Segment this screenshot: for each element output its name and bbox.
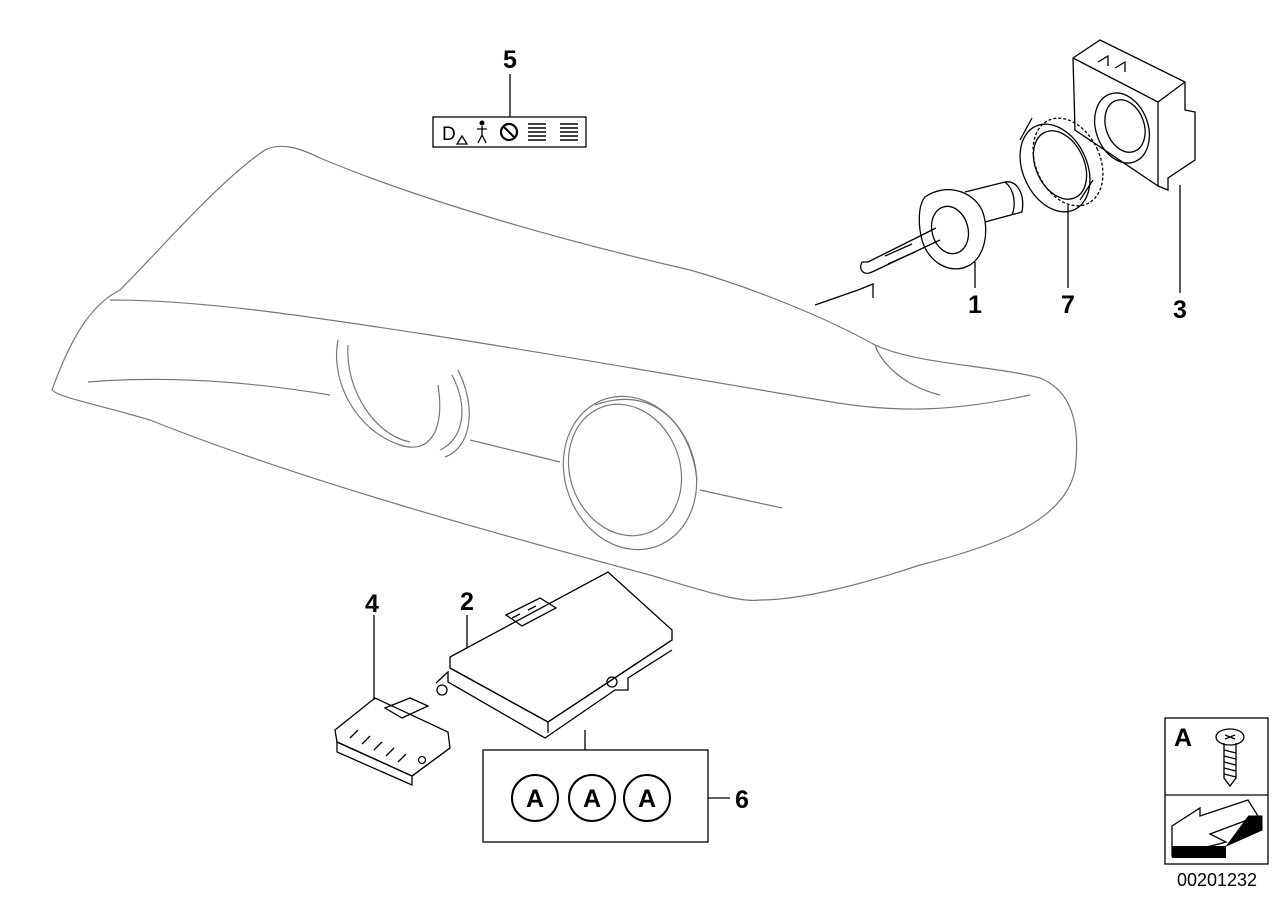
person-icon (477, 120, 487, 144)
callout-3: 3 (1173, 296, 1187, 324)
label-sticker: D (432, 116, 587, 148)
reference-id: 00201232 (1177, 870, 1257, 890)
callout-6: 6 (735, 786, 749, 814)
callout-5: 5 (503, 46, 517, 74)
warning-triangle-icon (455, 134, 469, 145)
callout-2: 2 (460, 588, 474, 616)
callout-4: 4 (365, 590, 379, 618)
kit-letter-1: A (526, 785, 544, 813)
callouts: 5 1 7 3 2 4 6 (365, 46, 1187, 814)
callout-7: 7 (1061, 291, 1075, 319)
leader-lines (373, 74, 1181, 799)
small-module (334, 697, 451, 786)
headlight-housing (51, 145, 1078, 602)
kit-letter-3: A (638, 785, 656, 813)
sticker-text: D (442, 124, 456, 145)
kit-letter-2: A (583, 785, 601, 813)
text-lines-icon (528, 123, 578, 141)
legend-panel: A (1164, 717, 1269, 865)
screw-kit-box: A A A (482, 749, 709, 843)
legend-letter: A (1174, 724, 1192, 752)
control-unit (435, 571, 673, 739)
screw-icon (1215, 728, 1245, 788)
ignition-cap (1072, 39, 1196, 191)
direction-arrow-icon (1171, 799, 1263, 858)
prohibited-icon (499, 122, 519, 142)
callout-1: 1 (968, 291, 982, 319)
xenon-bulb (814, 181, 1024, 306)
retaining-ring (1019, 117, 1104, 213)
